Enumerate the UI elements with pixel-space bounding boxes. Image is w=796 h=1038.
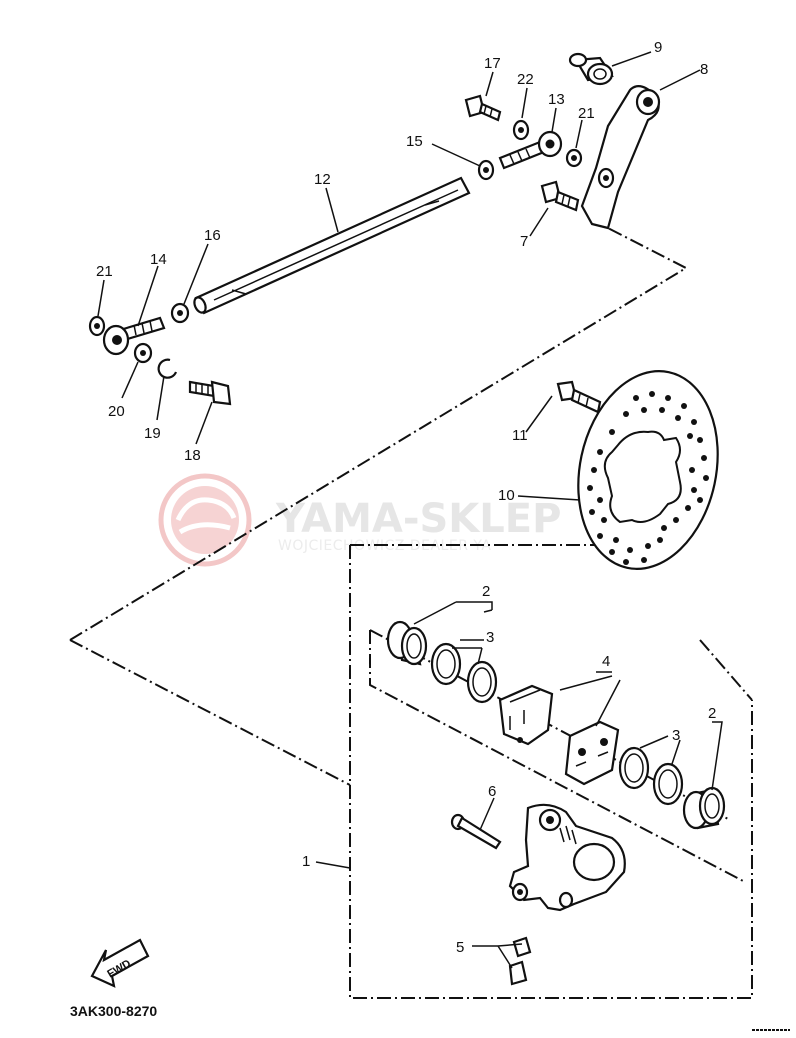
bolt-17 bbox=[464, 94, 502, 122]
fwd-arrow-icon: FWD bbox=[90, 938, 150, 988]
bolt-7 bbox=[540, 180, 580, 212]
callout-2-right: 2 bbox=[708, 705, 716, 722]
caliper-body bbox=[508, 803, 626, 912]
callout-5: 5 bbox=[456, 939, 464, 956]
callout-13: 13 bbox=[548, 91, 565, 108]
callout-19: 19 bbox=[144, 425, 161, 442]
watermark-title: YAMA-SKLEP bbox=[275, 496, 561, 542]
seal-3-right-a bbox=[618, 746, 650, 790]
callout-17: 17 bbox=[484, 55, 501, 72]
callout-2-top: 2 bbox=[482, 583, 490, 600]
seal-3-right-b bbox=[652, 762, 684, 806]
callout-16: 16 bbox=[204, 227, 221, 244]
brake-pad-4-b bbox=[564, 720, 620, 786]
brake-pad-4-a bbox=[498, 684, 554, 746]
caliper-kit-box bbox=[349, 544, 753, 999]
washer-21-left bbox=[88, 315, 106, 337]
bolt-18 bbox=[188, 380, 232, 406]
drawing-code: 3AK300-8270 bbox=[70, 1003, 157, 1019]
callout-12: 12 bbox=[314, 171, 331, 188]
clip-19 bbox=[157, 358, 178, 379]
callout-3-right: 3 bbox=[672, 727, 680, 744]
rod-end-14 bbox=[102, 316, 166, 356]
bolt-11 bbox=[556, 380, 602, 414]
callout-9: 9 bbox=[654, 39, 662, 56]
callout-3-left: 3 bbox=[486, 629, 494, 646]
callout-6: 6 bbox=[488, 783, 496, 800]
pad-pin-6 bbox=[450, 813, 502, 850]
washer-20 bbox=[133, 342, 153, 364]
nut-16 bbox=[170, 302, 190, 324]
callouts: 17 22 13 21 9 8 15 7 12 16 14 21 20 19 1… bbox=[96, 39, 716, 956]
collar-9 bbox=[568, 52, 614, 86]
bleeder-5 bbox=[508, 936, 532, 986]
piston-2-left bbox=[386, 620, 428, 666]
callout-18: 18 bbox=[184, 447, 201, 464]
callout-1: 1 bbox=[302, 853, 310, 870]
nut-15 bbox=[477, 159, 495, 181]
callout-14: 14 bbox=[150, 251, 167, 268]
leader-lines bbox=[97, 51, 723, 969]
washer-22 bbox=[512, 119, 530, 141]
callout-21-left: 21 bbox=[96, 263, 113, 280]
callout-4: 4 bbox=[602, 653, 610, 670]
callout-21-right: 21 bbox=[578, 105, 595, 122]
callout-7: 7 bbox=[520, 233, 528, 250]
assembly-outline bbox=[69, 225, 689, 786]
callout-11: 11 bbox=[512, 427, 528, 444]
brake-arm-8 bbox=[580, 85, 661, 230]
seal-3-left-b bbox=[466, 660, 498, 704]
brake-rod bbox=[193, 176, 471, 315]
callout-8: 8 bbox=[700, 61, 708, 78]
callout-10: 10 bbox=[498, 487, 515, 504]
brake-disc-10 bbox=[577, 370, 719, 570]
washer-21-right bbox=[565, 148, 583, 168]
rod-end-13 bbox=[498, 130, 563, 170]
callout-20: 20 bbox=[108, 403, 125, 420]
seal-3-left-a bbox=[430, 642, 462, 686]
callout-15: 15 bbox=[406, 133, 423, 150]
watermark-logo bbox=[158, 473, 252, 567]
piston-2-right bbox=[682, 786, 726, 830]
callout-22: 22 bbox=[517, 71, 534, 88]
watermark: YAMA-SKLEP WOJCIECHOWICZ DEALER YA bbox=[158, 473, 561, 567]
